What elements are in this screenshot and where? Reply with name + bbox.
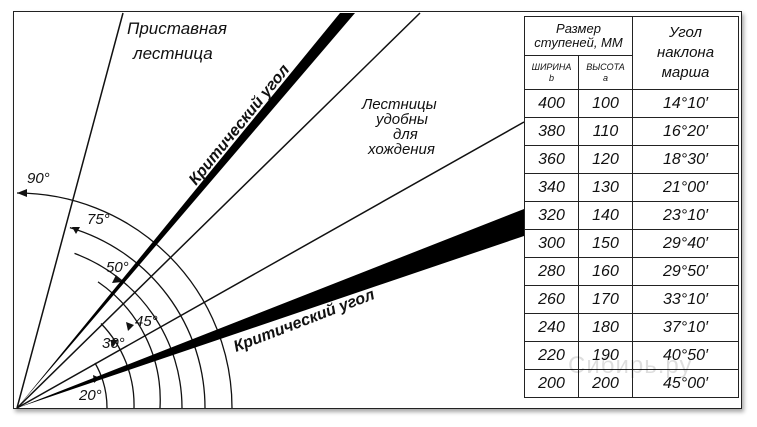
arc-r165 [74,252,183,409]
cell-angle: 33°10′ [632,285,739,314]
watermark: Сибирь.ру [568,352,693,379]
ladder-label-line1: Приставная [127,19,227,38]
cell-angle: 21°00′ [632,173,739,202]
cell-width: 280 [524,257,579,286]
angle-label-45: 45° [135,313,158,330]
cell-width: 400 [524,89,579,118]
critical-wedge-lower [17,209,524,408]
cell-angle: 18°30′ [632,145,739,174]
cell-width: 340 [524,173,579,202]
cell-height: 160 [578,257,633,286]
angle-label-50: 50° [106,259,129,276]
header-step-size: Размер ступеней, ММ [524,16,633,56]
cell-width: 240 [524,313,579,342]
cell-height: 200 [578,369,633,398]
angle-label-20: 20° [78,387,102,404]
arrowhead-90 [17,189,27,197]
header-height: ВЫСОТА a [578,55,633,90]
header-width-label: ШИРИНА [531,61,572,72]
cell-width: 200 [524,369,579,398]
arrowhead-75 [72,227,80,234]
cell-height: 140 [578,201,633,230]
ray-comfortable [16,121,525,409]
cell-width: 360 [524,145,579,174]
stair-dimensions-table: Размер ступеней, ММ Угол наклона марша Ш… [524,16,739,398]
arc-r90 [94,362,108,409]
cell-width: 320 [524,201,579,230]
ray-ladder [16,12,124,409]
header-width: ШИРИНА b [524,55,579,90]
cell-height: 120 [578,145,633,174]
cell-angle: 16°20′ [632,117,739,146]
comfortable-label-line3: для [393,126,418,143]
cell-angle: 23°10′ [632,201,739,230]
comfortable-label-line2: удобны [375,111,428,128]
header-step-size-line2: ступеней, ММ [534,35,623,50]
arrowhead-30 [110,340,118,347]
header-angle-line2: наклона [656,44,715,61]
arc-arrowheads [17,189,134,383]
cell-height: 170 [578,285,633,314]
header-angle-line1: Угол [669,24,702,41]
cell-height: 130 [578,173,633,202]
header-slope-angle: Угол наклона марша [632,16,739,90]
cell-angle: 29°40′ [632,229,739,258]
critical-wedges [17,13,524,408]
cell-height: 150 [578,229,633,258]
cell-angle: 40°50′ [632,341,739,370]
angle-label-75: 75° [87,211,110,228]
cell-height: 110 [578,117,633,146]
cell-angle: 14°10′ [632,89,739,118]
header-height-symbol: a [602,72,608,83]
cell-width: 260 [524,285,579,314]
angle-label-90: 90° [27,170,50,187]
cell-width: 220 [524,341,579,370]
header-width-symbol: b [548,72,554,83]
cell-height: 180 [578,313,633,342]
cell-angle: 29°50′ [632,257,739,286]
arc-r117 [100,323,135,409]
critical-angle-upper-label: Критический угол [186,62,293,189]
cell-width: 300 [524,229,579,258]
ladder-label-line2: лестница [132,44,213,63]
header-step-size-line1: Размер [556,21,601,36]
angle-rays [16,12,525,409]
cell-height: 100 [578,89,633,118]
angle-arcs [16,192,233,409]
cell-width: 380 [524,117,579,146]
comfortable-label-line4: хождения [367,141,435,158]
table-header-row: Размер ступеней, ММ Угол наклона марша [524,16,739,90]
arrowhead-50 [112,275,122,283]
arc-r188 [69,226,206,409]
header-angle-line3: марша [661,64,710,81]
arrowhead-45 [126,322,134,331]
header-height-label: ВЫСОТА [586,61,625,72]
critical-wedge-upper [17,13,355,408]
cell-angle: 37°10′ [632,313,739,342]
ray-upper-1 [16,12,421,409]
cell-angle: 45°00′ [632,369,739,398]
table-subheader-row: ШИРИНА b ВЫСОТА a [524,55,739,90]
arc-r215 [16,192,233,409]
comfortable-label-line1: Лестницы [361,96,437,113]
angle-label-30: 30° [102,335,125,352]
